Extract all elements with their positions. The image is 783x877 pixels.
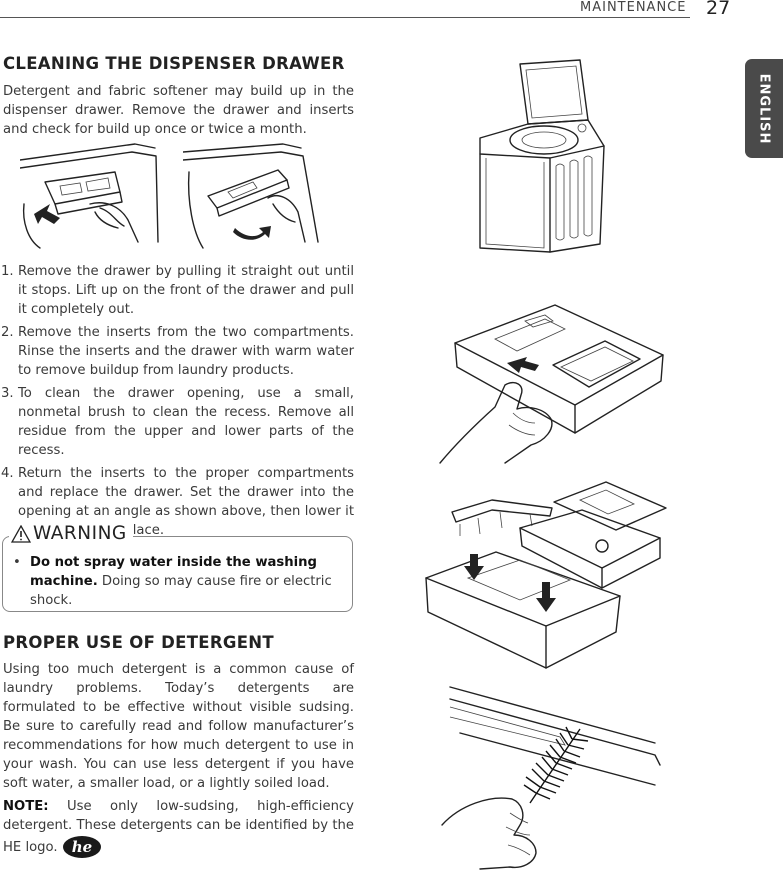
detergent-section-title: PROPER USE OF DETERGENT [3,633,274,652]
drawer-lift-illustration [439,304,664,464]
warning-bold: Do not spray water inside the washing ma… [30,555,317,589]
dispenser-steps: 1.Remove the drawer by pulling it straig… [1,262,354,544]
list-item: 2.Remove the inserts from the two compar… [1,325,354,378]
dispenser-intro: Detergent and fabric softener may build … [3,84,354,137]
detergent-note: NOTE: Use only low-sudsing, high-efficie… [3,797,354,859]
list-item: 3.To clean the drawer opening, use a sma… [1,386,354,458]
header-rule [0,17,690,18]
drawer-pull-illustration-2 [183,143,319,249]
page-number: 27 [706,0,731,19]
warning-heading: WARNING [9,523,133,544]
section-name: MAINTENANCE [580,0,687,15]
warning-box: WARNING • Do not spray water inside the … [2,523,353,612]
language-tab-label: ENGLISH [756,73,772,144]
note-label: NOTE: [3,799,49,814]
language-tab: ENGLISH [745,59,783,158]
note-text: Use only low-sudsing, high-efficiency de… [3,799,354,855]
he-logo: he [62,836,101,858]
brush-cleaning-illustration [441,686,661,870]
warning-triangle-icon [11,524,31,543]
warning-detail: Doing so may cause fire or electric shoc… [30,574,332,608]
detergent-body: Using too much detergent is a common cau… [3,662,354,791]
dispenser-section-title: CLEANING THE DISPENSER DRAWER [3,54,345,73]
drawer-pull-illustration-1 [20,143,159,249]
warning-text: • Do not spray water inside the washing … [13,555,332,608]
he-logo-text: he [72,838,92,856]
warning-title: WARNING [33,523,127,544]
drawer-inserts-illustration [425,481,667,669]
washer-illustration [479,59,605,253]
list-item: 1.Remove the drawer by pulling it straig… [1,264,354,317]
